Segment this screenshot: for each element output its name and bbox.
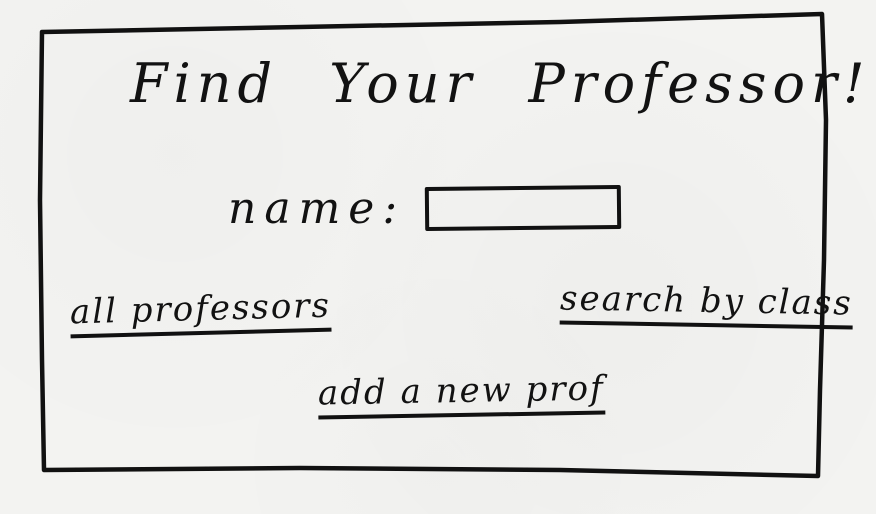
all-professors-link[interactable]: all professors [69, 286, 332, 339]
name-label: name: [228, 182, 406, 234]
page-title: Find Your Professor! [130, 52, 871, 115]
name-search-input[interactable] [424, 184, 622, 232]
add-new-prof-link[interactable]: add a new prof [318, 369, 606, 420]
search-row: name: [228, 178, 622, 238]
search-by-class-link[interactable]: search by class [559, 278, 853, 330]
